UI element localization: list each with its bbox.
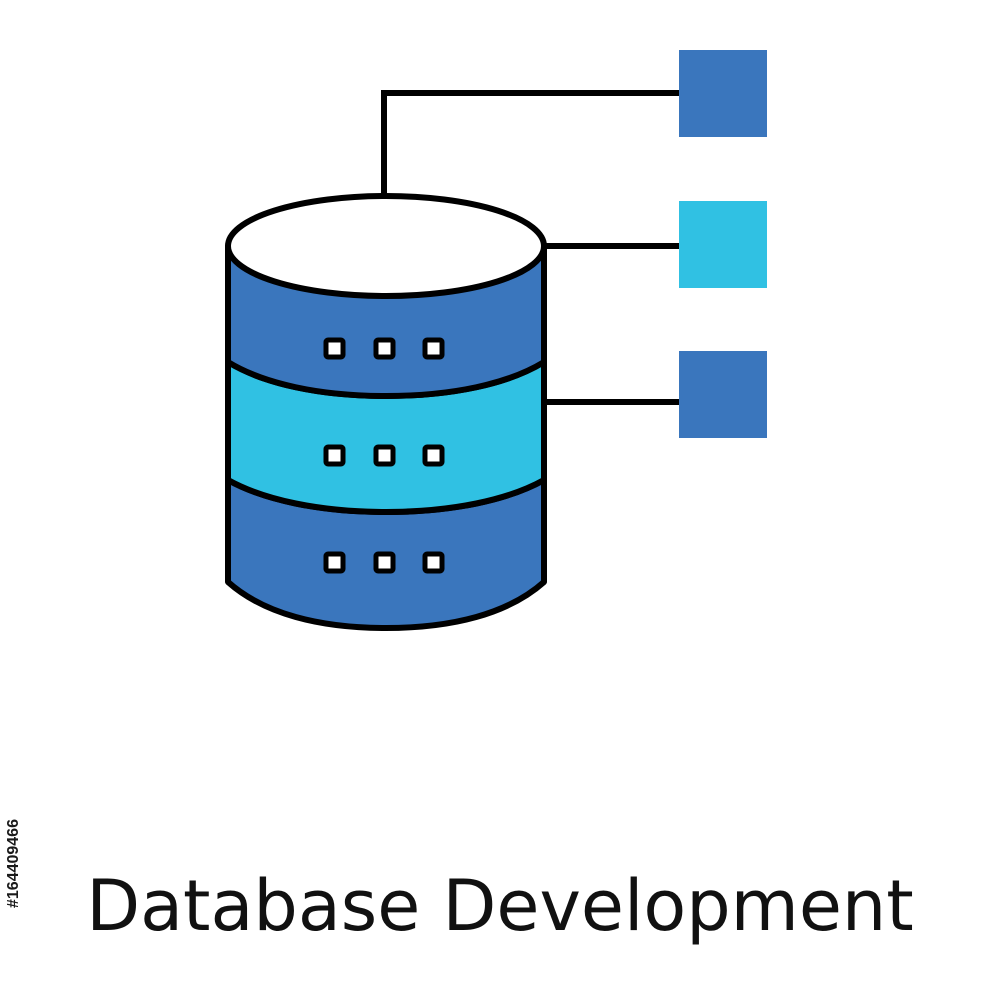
node-square-middle [679, 201, 767, 288]
node-square-bottom [679, 351, 767, 438]
indicator-dot [323, 337, 346, 360]
indicator-dot [422, 337, 445, 360]
indicator-dot [373, 444, 396, 467]
indicator-dots [323, 337, 445, 574]
indicator-dot [323, 551, 346, 574]
cylinder-top-ellipse [225, 193, 547, 299]
indicator-dot [373, 337, 396, 360]
indicator-dot [422, 444, 445, 467]
connector-line-top [381, 90, 680, 196]
indicator-dot [323, 444, 346, 467]
indicator-dot [373, 551, 396, 574]
indicator-dot [422, 551, 445, 574]
caption-title: Database Development [86, 865, 914, 947]
node-square-top [679, 50, 767, 137]
connector-lines [381, 90, 680, 405]
